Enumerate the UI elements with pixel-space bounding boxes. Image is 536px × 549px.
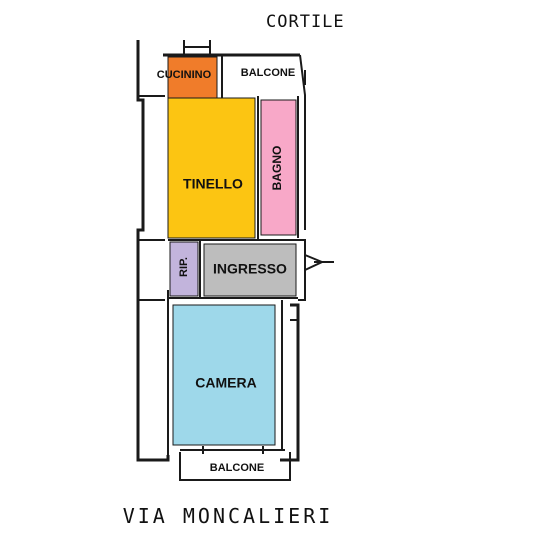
wall-openings [183, 40, 334, 454]
room-bagno-label: BAGNO [270, 146, 284, 191]
room-ripostiglio-label: RIP. [178, 257, 190, 277]
room-balcone-bottom-label: BALCONE [210, 462, 264, 474]
room-bagno[interactable] [260, 99, 297, 236]
courtyard-label: CORTILE [266, 12, 345, 32]
room-camera-label: CAMERA [195, 375, 256, 391]
room-ingresso[interactable] [203, 243, 297, 297]
outer-walls [136, 40, 306, 481]
room-tinello[interactable] [167, 97, 256, 239]
room-cucinino[interactable] [167, 56, 218, 100]
room-camera[interactable] [172, 304, 276, 446]
room-balcone-top-label: BALCONE [241, 67, 295, 79]
room-tinello-label: TINELLO [183, 176, 243, 192]
room-ingresso-label: INGRESSO [213, 261, 287, 277]
room-ripostiglio[interactable] [169, 241, 199, 297]
street-label: VIA MONCALIERI [123, 504, 334, 528]
room-cucinino-label: CUCININO [157, 69, 212, 81]
